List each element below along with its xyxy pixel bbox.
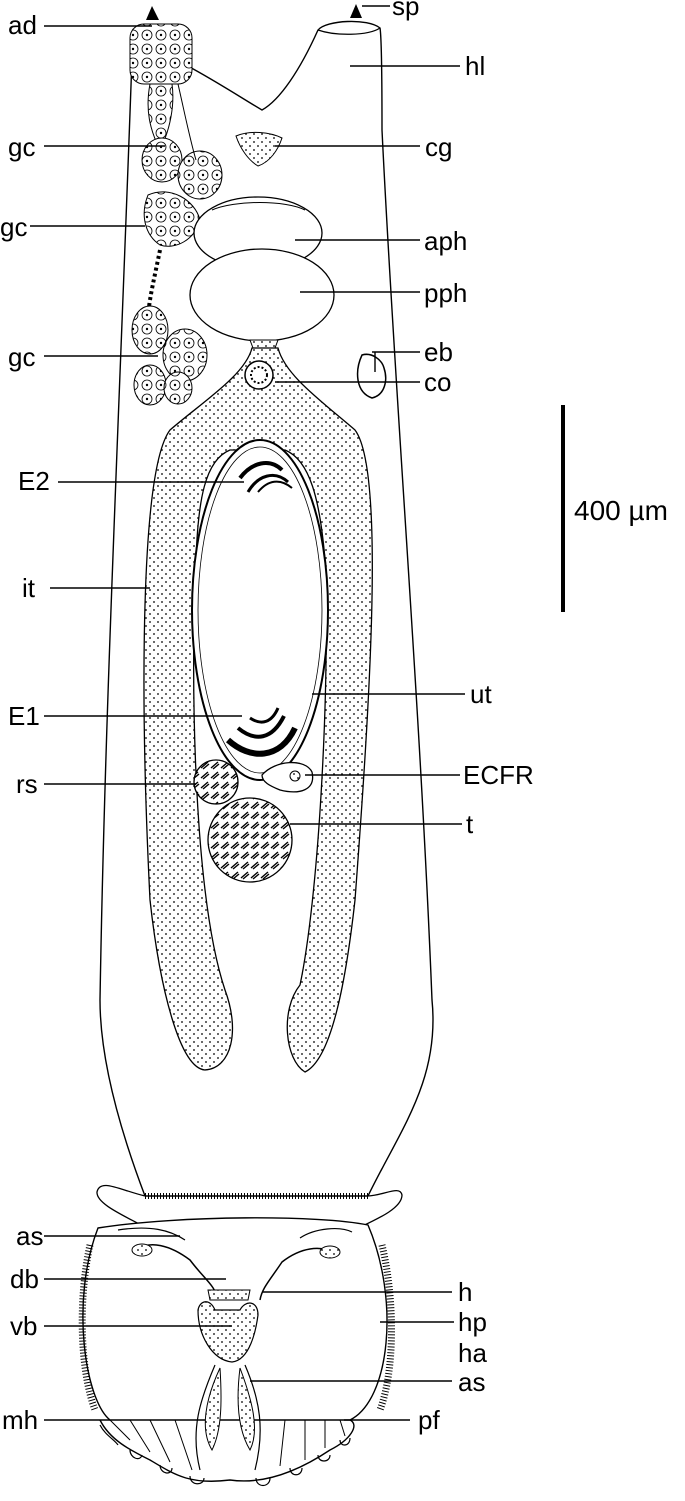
eye-body: [356, 353, 387, 399]
haptor: [78, 1184, 403, 1487]
label-gc-3: gc: [8, 342, 35, 372]
label-cg: cg: [425, 132, 452, 162]
receptaculum-seminis: [193, 759, 239, 805]
label-ut: ut: [470, 679, 492, 709]
head-lobe-right-top: [317, 27, 381, 35]
embryo-e2-hooks: [238, 461, 293, 493]
label-pph: pph: [424, 278, 467, 308]
label-eb: eb: [424, 337, 453, 367]
label-as-1: as: [16, 1221, 43, 1251]
spike-left: [146, 6, 159, 20]
ecfr-organ: [261, 761, 314, 793]
label-e2: E2: [18, 466, 50, 496]
label-ad: ad: [8, 10, 37, 40]
label-it: it: [22, 573, 36, 603]
label-hl: hl: [465, 51, 485, 81]
label-sp: sp: [392, 0, 419, 21]
label-ha: ha: [458, 1338, 487, 1368]
label-as-2: as: [458, 1367, 485, 1397]
label-db: db: [10, 1264, 39, 1294]
leader-lines: [30, 5, 465, 1421]
spike-right: [350, 4, 362, 18]
embryo-e1-hooks: [225, 707, 298, 757]
label-co: co: [424, 367, 451, 397]
label-ecfr: ECFR: [463, 760, 534, 790]
label-aph: aph: [424, 226, 467, 256]
label-e1: E1: [8, 701, 40, 731]
label-t: t: [466, 809, 474, 839]
uterus: [191, 439, 329, 781]
copulatory-organ: [244, 360, 274, 390]
cerebral-ganglion: [235, 131, 283, 167]
label-pf: pf: [418, 1405, 440, 1435]
intestine: [143, 347, 373, 1073]
head-gland-cells: [129, 23, 223, 406]
label-gc-2: gc: [0, 212, 27, 242]
label-gc-1: gc: [8, 132, 35, 162]
label-hp: hp: [458, 1307, 487, 1337]
ventral-bar: [197, 1301, 259, 1363]
posterior-pharynx: [189, 248, 335, 342]
label-mh: mh: [2, 1405, 38, 1435]
scale-bar-label: 400 µm: [574, 495, 668, 526]
label-h: h: [458, 1277, 472, 1307]
testis: [207, 797, 293, 883]
label-vb: vb: [10, 1311, 37, 1341]
label-rs: rs: [16, 769, 38, 799]
